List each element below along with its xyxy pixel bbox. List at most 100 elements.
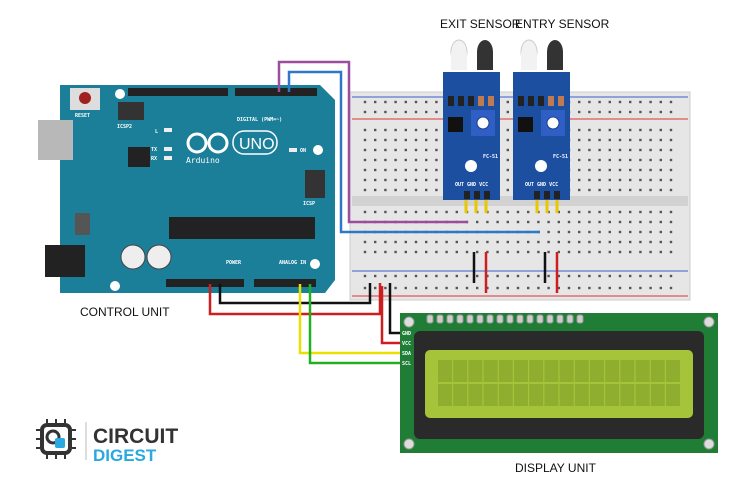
breadboard-hole [394, 128, 397, 132]
breadboard-hole [374, 100, 377, 104]
breadboard-hole [414, 100, 418, 104]
breadboard-hole [629, 100, 632, 104]
breadboard-hole [414, 286, 418, 290]
wire-5v [208, 283, 382, 316]
breadboard-hole [618, 188, 622, 192]
breadboard-hole [414, 110, 418, 114]
breadboard-hole [476, 274, 479, 278]
breadboard-hole [649, 158, 652, 162]
breadboard-hole [629, 138, 632, 142]
analog-header [254, 279, 316, 287]
breadboard-hole [374, 250, 377, 254]
power-header [166, 279, 244, 287]
breadboard-hole [608, 128, 611, 132]
breadboard-hole [598, 210, 601, 214]
breadboard-hole [618, 110, 622, 114]
breadboard-hole [527, 286, 530, 290]
breadboard-hole [578, 210, 581, 214]
lcd-char-cell [574, 384, 589, 406]
breadboard-hole [363, 188, 367, 192]
breadboard-hole [639, 210, 642, 214]
breadboard-hole [598, 178, 601, 182]
breadboard-hole [404, 148, 407, 152]
breadboard-hole [374, 110, 377, 114]
breadboard-hole [425, 138, 428, 142]
breadboard-hole [649, 240, 652, 244]
breadboard-hole [629, 210, 632, 214]
breadboard-hole [414, 188, 418, 192]
breadboard-hole [363, 148, 367, 152]
breadboard-hole [363, 240, 367, 244]
arduino-logo: UNO Arduino [186, 130, 278, 165]
lcd-char-cell [574, 360, 589, 382]
breadboard-hole [608, 148, 611, 152]
breadboard-hole [404, 100, 407, 104]
breadboard-hole [629, 178, 632, 182]
breadboard-hole [608, 138, 611, 142]
breadboard-hole [496, 220, 499, 224]
breadboard-hole [659, 148, 662, 152]
breadboard-hole [363, 286, 367, 290]
lcd-char-cell [438, 360, 452, 382]
breadboard-hole [486, 250, 489, 254]
exit-sensor-label: EXIT SENSOR [440, 17, 521, 31]
breadboard-hole [506, 210, 509, 214]
breadboard-hole [394, 210, 397, 214]
breadboard-hole [404, 128, 407, 132]
breadboard-hole [578, 178, 581, 182]
breadboard-hole [394, 286, 397, 290]
breadboard-hole [537, 240, 540, 244]
breadboard-hole [374, 188, 377, 192]
breadboard-hole [363, 210, 367, 214]
breadboard-hole [639, 188, 642, 192]
breadboard-hole [476, 220, 479, 224]
breadboard-hole [425, 148, 428, 152]
lcd-char-cell [514, 384, 528, 406]
breadboard-hole [578, 138, 581, 142]
breadboard-hole [445, 210, 448, 214]
breadboard-hole [608, 168, 611, 172]
breadboard-hole [476, 250, 479, 254]
breadboard-hole [506, 250, 509, 254]
breadboard-hole [669, 110, 673, 114]
brand-text: Arduino [186, 156, 220, 165]
breadboard-hole [649, 128, 652, 132]
control-unit-label: CONTROL UNIT [80, 305, 170, 319]
breadboard-hole [374, 210, 377, 214]
breadboard-hole [404, 178, 407, 182]
breadboard-hole [425, 178, 428, 182]
breadboard-hole [567, 240, 571, 244]
breadboard-hole [506, 100, 509, 104]
breadboard-hole [659, 210, 662, 214]
breadboard-hole [425, 250, 428, 254]
breadboard-hole [455, 210, 458, 214]
breadboard-hole [506, 178, 509, 182]
breadboard-hole [537, 274, 540, 278]
breadboard-hole [435, 286, 438, 290]
arduino-uno: RESET ICSP2 DIGITAL (PWM=~) L TX RX UNO … [38, 85, 335, 293]
breadboard-hole [384, 110, 387, 114]
breadboard-hole [588, 230, 591, 234]
breadboard-hole [414, 274, 418, 278]
breadboard-hole [496, 250, 499, 254]
breadboard-hole [608, 210, 611, 214]
breadboard-hole [527, 210, 530, 214]
breadboard-hole [629, 230, 632, 234]
breadboard-hole [435, 168, 438, 172]
breadboard-hole [384, 100, 387, 104]
analog-label: ANALOG IN [279, 260, 306, 266]
lcd-display: GND VCC SDA SCL [400, 313, 718, 453]
lcd-char-cell [468, 360, 483, 382]
breadboard-hole [557, 250, 560, 254]
breadboard-hole [547, 240, 550, 244]
breadboard-hole [567, 250, 571, 254]
breadboard-hole [414, 250, 418, 254]
breadboard-hole [649, 286, 652, 290]
breadboard-hole [537, 220, 540, 224]
lcd-char-cell [635, 360, 650, 382]
led-rx-label: RX [151, 156, 157, 162]
breadboard-hole [476, 286, 479, 290]
breadboard-hole [598, 250, 601, 254]
breadboard-hole [669, 148, 673, 152]
breadboard-hole [639, 230, 642, 234]
